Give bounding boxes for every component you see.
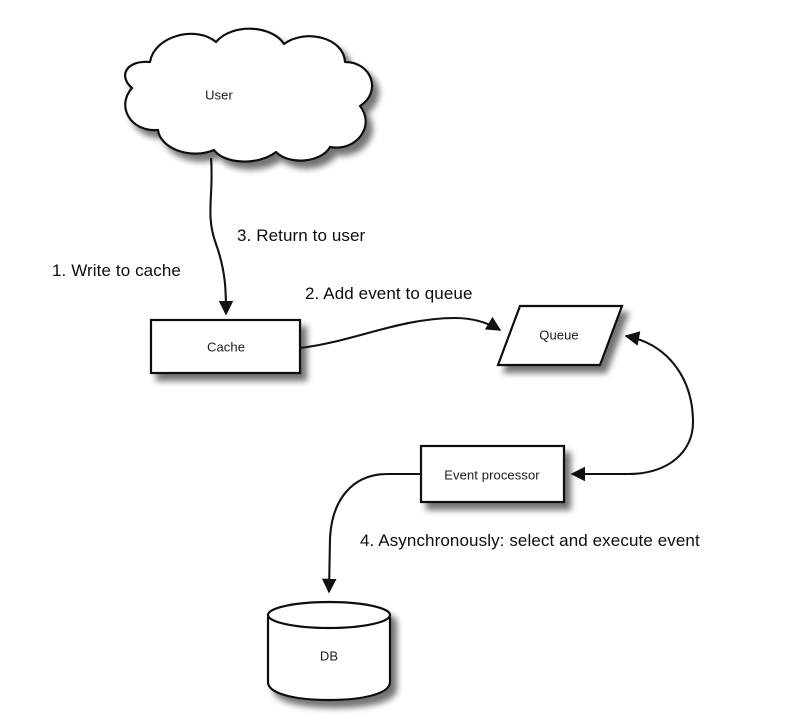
node-label-user: User (205, 87, 233, 103)
node-label-cache: Cache (206, 339, 246, 355)
db-cylinder-body (266, 616, 392, 702)
node-db[interactable] (266, 600, 392, 702)
cache-rect (149, 318, 302, 375)
edge-label-step-4: 4. Asynchronously: select and execute ev… (360, 531, 700, 550)
db-cylinder-top (266, 600, 392, 630)
edge-queue-event-processor-loop (570, 331, 695, 482)
node-user[interactable] (124, 27, 374, 163)
node-label-db: DB (319, 648, 339, 664)
node-label-event-processor: Event processor (444, 467, 540, 483)
node-label-queue: Queue (539, 327, 579, 343)
edge-label-step-3: 3. Return to user (237, 226, 366, 245)
node-cache[interactable] (149, 318, 302, 375)
edge-cache-to-queue (299, 316, 502, 350)
edge-label-step-2: 2. Add event to queue (305, 284, 473, 303)
cloud-shape (124, 27, 374, 163)
edge-user-to-cache (209, 157, 234, 316)
edge-event-processor-to-db (321, 472, 421, 594)
edge-label-step-1: 1. Write to cache (52, 261, 181, 280)
